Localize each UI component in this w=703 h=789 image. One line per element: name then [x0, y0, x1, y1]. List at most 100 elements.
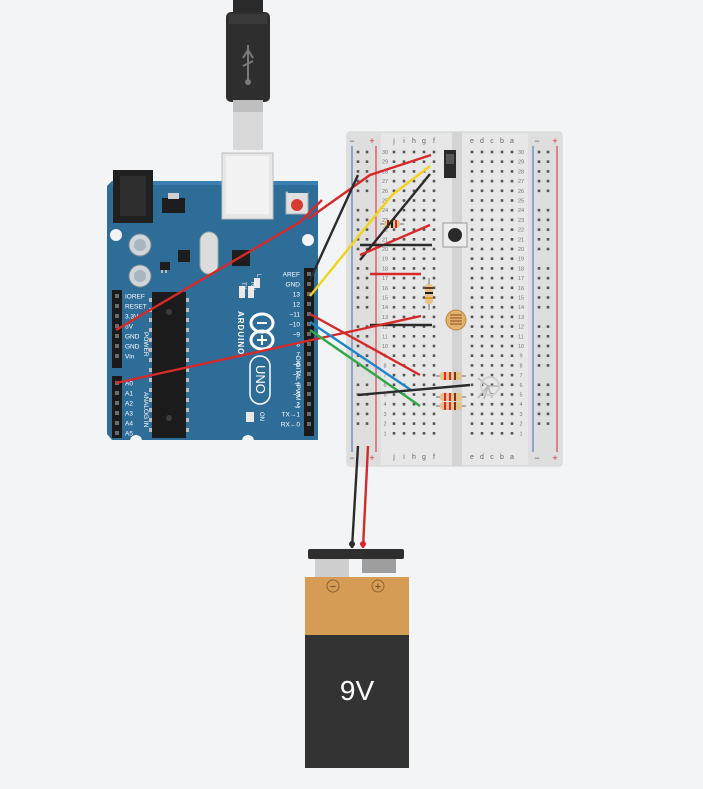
- breadboard-hole[interactable]: [422, 189, 426, 193]
- breadboard-hole[interactable]: [490, 276, 494, 280]
- rail-hole[interactable]: [356, 150, 360, 154]
- breadboard-hole[interactable]: [412, 208, 416, 212]
- header-pin-hole[interactable]: [307, 342, 311, 346]
- breadboard-hole[interactable]: [470, 228, 474, 231]
- breadboard-hole[interactable]: [490, 189, 494, 193]
- rail-hole[interactable]: [537, 208, 541, 212]
- breadboard-hole[interactable]: [432, 276, 436, 280]
- breadboard-hole[interactable]: [500, 422, 504, 425]
- breadboard-hole[interactable]: [470, 160, 474, 163]
- rail-hole[interactable]: [546, 364, 550, 367]
- header-pin-hole[interactable]: [115, 391, 119, 395]
- rail-hole[interactable]: [537, 402, 541, 406]
- breadboard-hole[interactable]: [412, 267, 416, 270]
- breadboard-hole[interactable]: [510, 412, 514, 416]
- breadboard-hole[interactable]: [500, 393, 504, 396]
- breadboard-hole[interactable]: [490, 422, 494, 425]
- breadboard-hole[interactable]: [432, 208, 436, 212]
- breadboard-hole[interactable]: [432, 199, 436, 202]
- photoresistor-icon[interactable]: [445, 309, 467, 331]
- breadboard-hole[interactable]: [422, 344, 426, 348]
- rail-hole[interactable]: [356, 179, 360, 183]
- breadboard-hole[interactable]: [490, 218, 494, 222]
- breadboard-hole[interactable]: [510, 218, 514, 222]
- wire-red[interactable]: [115, 199, 323, 332]
- breadboard-hole[interactable]: [470, 402, 474, 406]
- rail-hole[interactable]: [365, 179, 369, 183]
- breadboard-hole[interactable]: [422, 422, 426, 425]
- breadboard-hole[interactable]: [510, 402, 514, 406]
- rail-hole[interactable]: [365, 364, 369, 367]
- rail-hole[interactable]: [356, 325, 360, 328]
- breadboard-hole[interactable]: [500, 276, 504, 280]
- breadboard-hole[interactable]: [392, 247, 396, 251]
- breadboard-hole[interactable]: [490, 228, 494, 231]
- breadboard-hole[interactable]: [510, 305, 514, 309]
- breadboard-hole[interactable]: [402, 208, 406, 212]
- breadboard-hole[interactable]: [470, 257, 474, 260]
- rail-hole[interactable]: [365, 335, 369, 338]
- breadboard-hole[interactable]: [422, 402, 426, 406]
- header-pin-hole[interactable]: [307, 412, 311, 416]
- rail-hole[interactable]: [356, 238, 360, 241]
- breadboard-hole[interactable]: [470, 247, 474, 251]
- breadboard-hole[interactable]: [510, 267, 514, 270]
- breadboard-hole[interactable]: [412, 218, 416, 222]
- rail-hole[interactable]: [356, 296, 360, 299]
- rail-hole[interactable]: [356, 189, 360, 193]
- rail-hole[interactable]: [537, 218, 541, 222]
- breadboard-hole[interactable]: [500, 218, 504, 222]
- breadboard-hole[interactable]: [392, 267, 396, 270]
- breadboard-hole[interactable]: [510, 208, 514, 212]
- battery-icon[interactable]: − + 9V: [305, 549, 409, 768]
- rail-hole[interactable]: [546, 208, 550, 212]
- breadboard-hole[interactable]: [470, 218, 474, 222]
- rail-hole[interactable]: [546, 276, 550, 280]
- rail-hole[interactable]: [537, 238, 541, 241]
- wire-red[interactable]: [359, 223, 431, 257]
- breadboard-hole[interactable]: [402, 286, 406, 290]
- breadboard-hole[interactable]: [402, 150, 406, 154]
- breadboard-hole[interactable]: [392, 179, 396, 183]
- breadboard-hole[interactable]: [490, 170, 494, 173]
- rail-hole[interactable]: [356, 402, 360, 406]
- breadboard-hole[interactable]: [392, 344, 396, 348]
- breadboard-hole[interactable]: [490, 160, 494, 163]
- breadboard-hole[interactable]: [422, 354, 426, 357]
- breadboard-hole[interactable]: [422, 393, 426, 396]
- breadboard-hole[interactable]: [422, 257, 426, 260]
- rail-hole[interactable]: [546, 354, 550, 357]
- rail-hole[interactable]: [365, 422, 369, 425]
- breadboard-hole[interactable]: [422, 267, 426, 270]
- breadboard-hole[interactable]: [422, 218, 426, 222]
- rail-hole[interactable]: [537, 393, 541, 396]
- wire-black[interactable]: [357, 383, 471, 397]
- breadboard-hole[interactable]: [402, 344, 406, 348]
- breadboard-hole[interactable]: [500, 432, 504, 435]
- breadboard-hole[interactable]: [432, 402, 436, 406]
- breadboard-hole[interactable]: [392, 276, 396, 280]
- breadboard-hole[interactable]: [480, 432, 484, 435]
- breadboard-hole[interactable]: [392, 208, 396, 212]
- rail-hole[interactable]: [537, 247, 541, 251]
- rail-hole[interactable]: [356, 170, 360, 173]
- breadboard-hole[interactable]: [470, 364, 474, 367]
- breadboard-hole[interactable]: [480, 228, 484, 231]
- breadboard-hole[interactable]: [402, 305, 406, 309]
- rail-hole[interactable]: [546, 170, 550, 173]
- breadboard-hole[interactable]: [490, 247, 494, 251]
- breadboard-hole[interactable]: [510, 422, 514, 425]
- breadboard-hole[interactable]: [402, 179, 406, 183]
- breadboard-hole[interactable]: [402, 315, 406, 319]
- breadboard-hole[interactable]: [490, 315, 494, 319]
- breadboard-hole[interactable]: [432, 218, 436, 222]
- breadboard-hole[interactable]: [412, 199, 416, 202]
- rail-hole[interactable]: [365, 238, 369, 241]
- breadboard-hole[interactable]: [422, 364, 426, 367]
- breadboard-hole[interactable]: [402, 402, 406, 406]
- rail-hole[interactable]: [546, 335, 550, 338]
- breadboard-hole[interactable]: [402, 228, 406, 231]
- breadboard-hole[interactable]: [510, 257, 514, 260]
- breadboard-hole[interactable]: [402, 267, 406, 270]
- breadboard-hole[interactable]: [480, 412, 484, 416]
